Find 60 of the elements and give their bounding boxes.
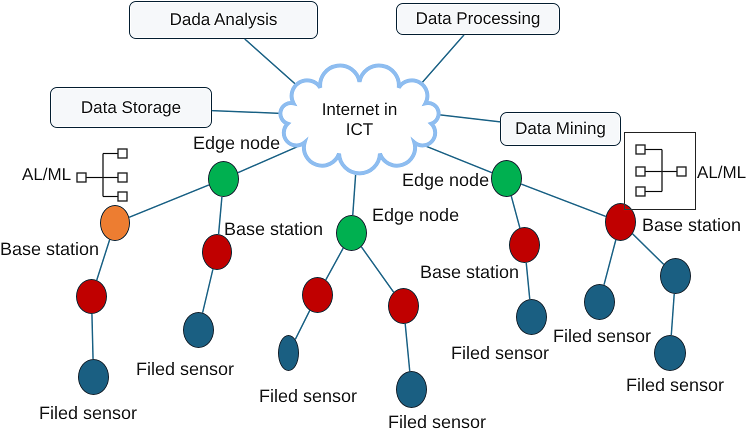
node-circle [491,160,522,197]
connector-line [603,240,617,286]
node-label: Base station [224,220,324,238]
node-label: Filed sensor [451,344,550,362]
node-circle [584,284,615,320]
connector-line [202,269,214,313]
node-circle [396,371,427,408]
node-circle [100,205,130,241]
node-circle [208,161,239,197]
connector-line [212,110,280,114]
node-circle [78,359,109,395]
node-label: Filed sensor [136,360,234,378]
node-circle [660,258,691,294]
connector-line [128,184,210,218]
connector-line [526,262,530,300]
node-label: Filed sensor [553,327,652,345]
node-circle [278,335,299,371]
node-circle [76,279,107,314]
node-label: Edge node [193,134,280,152]
connector-line [510,196,521,228]
node-label: Edge node [402,171,490,189]
connector-line [670,294,675,336]
node-label: Filed sensor [388,413,486,431]
connector-line [424,144,492,174]
cloud-label: Internet in ICT [320,100,398,140]
node-circle [302,277,333,313]
node-label: Edge node [372,206,460,224]
connector-line [632,233,664,265]
node-label: Filed sensor [626,376,724,394]
connector-line [520,183,606,218]
process-box: Data Processing [396,3,560,35]
node-label: Filed sensor [39,404,138,422]
connector-line [325,248,344,280]
connector-line [360,246,394,293]
connector-line [404,324,410,372]
process-box: Dada Analysis [129,1,318,39]
node-circle [388,288,419,324]
connector-line [294,310,310,340]
process-box: Data Mining [500,112,621,146]
node-circle [654,335,686,371]
connector-line [96,239,110,280]
node-circle [183,312,214,348]
node-circle [336,215,367,251]
node-label: Base station [642,216,742,234]
text-label: AL/ML [697,164,746,181]
connector-line [438,114,500,123]
node-circle [509,227,540,263]
connector-line [91,314,94,360]
connector-line [244,38,296,86]
connector-line [218,196,223,234]
node-label: Base station [0,240,100,258]
text-label: AL/ML [22,166,72,183]
process-box: Data Storage [50,87,212,128]
node-label: Base station [420,263,520,281]
node-circle [516,299,547,335]
connector-line [421,34,465,84]
node-circle [202,234,232,270]
node-label: Filed sensor [259,387,358,405]
connector-line [352,173,356,216]
node-circle [605,203,636,241]
